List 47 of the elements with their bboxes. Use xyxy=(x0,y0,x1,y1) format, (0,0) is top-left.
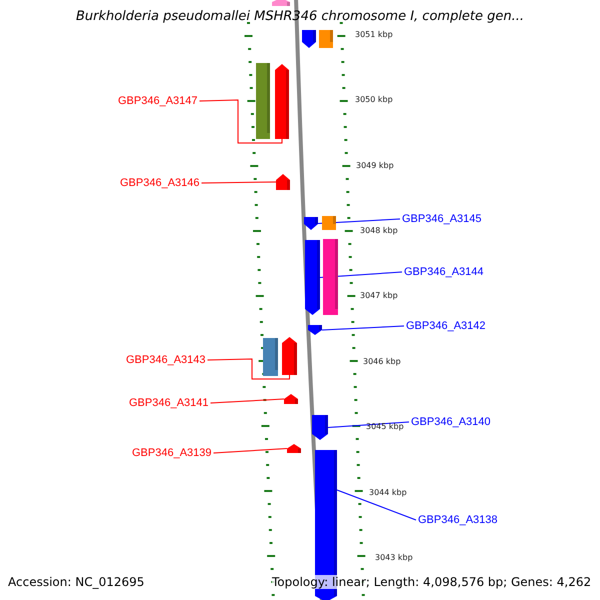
gene-feature xyxy=(312,415,328,440)
leader-line xyxy=(213,448,288,454)
title: Burkholderia pseudomallei MSHR346 chromosome I, complete gen... xyxy=(76,9,524,24)
leader-line xyxy=(336,490,416,520)
gene-feature xyxy=(263,338,278,376)
gene-feature xyxy=(282,337,297,375)
leader-line xyxy=(201,182,276,184)
leader-line xyxy=(199,99,282,144)
leader-line xyxy=(318,218,400,224)
gene-feature xyxy=(304,217,318,230)
leader-line xyxy=(207,358,290,380)
scale-label: 3045 kbp xyxy=(366,422,404,432)
gene-label: GBP346_A3144 xyxy=(404,266,484,278)
footer-text: Accession: NC_012695 xyxy=(8,575,144,589)
gene-feature xyxy=(256,63,270,139)
gene-feature xyxy=(276,174,290,190)
gene-label: GBP346_A3146 xyxy=(120,177,200,189)
gene-label: GBP346_A3141 xyxy=(129,397,209,409)
gene-label: GBP346_A3145 xyxy=(402,213,482,225)
scale-label: 3047 kbp xyxy=(360,291,398,301)
leader-line xyxy=(210,398,284,404)
gene-feature xyxy=(322,216,336,230)
gene-feature xyxy=(302,30,316,48)
scale-label: 3043 kbp xyxy=(375,553,413,563)
gene-label: GBP346_A3138 xyxy=(418,514,498,526)
scale-label: 3050 kbp xyxy=(355,95,393,105)
gene-feature xyxy=(287,444,301,453)
gene-label: GBP346_A3139 xyxy=(132,447,212,459)
scale-label: 3049 kbp xyxy=(356,161,394,171)
gene-label: GBP346_A3147 xyxy=(118,95,198,107)
scale-label: 3046 kbp xyxy=(363,357,401,367)
gene-feature xyxy=(272,0,290,6)
gene-label: GBP346_A3140 xyxy=(411,416,491,428)
footer-text: Topology: linear; Length: 4,098,576 bp; Genes: 4,262 xyxy=(272,575,592,589)
gene-feature xyxy=(323,239,338,315)
gene-label: GBP346_A3142 xyxy=(406,320,486,332)
scale-label: 3051 kbp xyxy=(355,30,393,40)
gene-feature xyxy=(305,240,320,315)
leader-line xyxy=(322,326,404,330)
leader-line xyxy=(328,422,410,428)
scale-label: 3044 kbp xyxy=(369,488,407,498)
gene-feature xyxy=(275,64,289,139)
gene-feature xyxy=(284,394,298,404)
gene-feature xyxy=(319,30,333,48)
gene-label: GBP346_A3143 xyxy=(126,354,206,366)
scale-label: 3048 kbp xyxy=(360,226,398,236)
gene-feature xyxy=(308,325,322,335)
